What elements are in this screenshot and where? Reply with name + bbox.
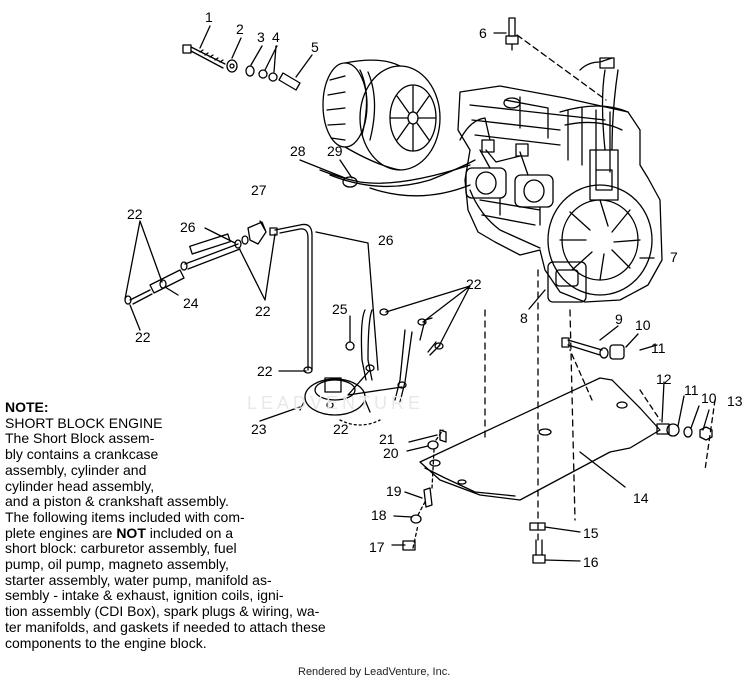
mount-part-11b — [666, 423, 680, 437]
callout-10a: 10 — [635, 317, 651, 333]
nut-part-13 — [699, 426, 713, 441]
callout-22a: 22 — [127, 206, 143, 222]
callout-7: 7 — [670, 249, 678, 265]
bolt-part-9 — [567, 339, 603, 356]
callout-6: 6 — [479, 25, 487, 41]
callout-9: 9 — [615, 311, 623, 327]
callout-18: 18 — [371, 507, 387, 523]
tee-fitting-part-27 — [247, 221, 267, 245]
note-line: The Short Block assem- — [5, 430, 155, 447]
callout-11a: 11 — [651, 340, 666, 356]
note-line: plete engines are NOT included on a — [5, 524, 377, 542]
stud-part-19 — [423, 487, 433, 508]
washer-part-4b — [268, 72, 278, 82]
bolt-part-16 — [532, 539, 546, 564]
fuel-line — [274, 223, 313, 371]
callout-28: 28 — [290, 143, 306, 159]
short-block-note: NOTE: SHORT BLOCK ENGINE The Short Block… — [5, 399, 377, 651]
spark-plug-part-6 — [505, 17, 519, 51]
callout-27: 27 — [251, 182, 267, 198]
callout-1: 1 — [205, 9, 213, 25]
note-line: components to the engine block. — [5, 634, 207, 651]
fuel-filter-part-24 — [149, 269, 185, 294]
callout-22f: 22 — [333, 421, 349, 437]
callout-20: 20 — [383, 445, 399, 461]
washer-part-2 — [226, 59, 238, 73]
washer-part-20 — [427, 440, 439, 450]
callout-22e: 22 — [257, 363, 273, 379]
fuel-filter-part-26 — [189, 233, 231, 255]
callout-16: 16 — [583, 554, 599, 570]
callout-25: 25 — [332, 301, 348, 317]
watermark: LEADVENTURE — [247, 393, 425, 413]
spacer-part-12 — [656, 423, 670, 435]
callout-5: 5 — [311, 39, 319, 55]
callout-15: 15 — [583, 525, 599, 541]
callout-11b: 11 — [684, 382, 699, 398]
callout-4: 4 — [272, 29, 280, 45]
note-line: SHORT BLOCK ENGINE — [5, 414, 163, 431]
note-text: included on a — [145, 524, 234, 541]
callout-2: 2 — [236, 21, 244, 37]
note-line: pump, oil pump, magneto assembly, — [5, 556, 229, 573]
callout-21: 21 — [379, 431, 395, 447]
washer-part-10b — [683, 426, 693, 438]
drive-clutch — [322, 59, 441, 171]
note-line: starter assembly, water pump, manifold a… — [5, 571, 272, 588]
note-line: bly contains a crankcase — [5, 446, 159, 463]
callout-10b: 10 — [701, 390, 717, 406]
note-line: and a piston & crankshaft assembly. — [5, 493, 229, 510]
washer-part-18 — [410, 514, 422, 524]
washer-part-3 — [245, 65, 255, 77]
washer-part-15 — [529, 522, 546, 531]
callout-24: 24 — [183, 295, 199, 311]
callout-14: 14 — [633, 490, 649, 506]
mount-part-11 — [609, 344, 625, 360]
callout-22b: 22 — [135, 329, 151, 345]
callout-26b: 26 — [378, 232, 394, 248]
callout-22d: 22 — [466, 276, 482, 292]
note-line: tion assembly (CDI Box), spark plugs & w… — [5, 603, 320, 620]
bolt-part-21 — [439, 429, 447, 443]
note-line: The following items included with com- — [5, 508, 245, 525]
bolt-part-1 — [182, 44, 226, 69]
note-title: NOTE: — [5, 399, 49, 415]
callout-22c: 22 — [255, 303, 271, 319]
throttle-cable — [319, 164, 471, 184]
note-line: assembly, cylinder and — [5, 461, 147, 478]
note-line: ter manifolds, and gaskets if needed to … — [5, 618, 326, 635]
callout-12: 12 — [656, 371, 672, 387]
note-text: plete engines are — [5, 524, 117, 541]
callout-13: 13 — [727, 393, 743, 409]
callout-8: 8 — [520, 310, 528, 326]
callout-19: 19 — [386, 483, 402, 499]
note-line: short block: carburetor assembly, fuel — [5, 540, 237, 557]
callout-23: 23 — [251, 421, 267, 437]
washer-part-10 — [599, 347, 609, 359]
spacer-part-5 — [278, 72, 301, 91]
footer-credit: Rendered by LeadVenture, Inc. — [298, 666, 451, 678]
callout-17: 17 — [369, 539, 385, 555]
callout-3: 3 — [257, 29, 265, 45]
note-line: sembly - intake & exhaust, ignition coil… — [5, 587, 284, 604]
washer-part-4a — [258, 69, 268, 79]
callout-29: 29 — [327, 143, 343, 159]
fuel-pump-part-23 — [299, 377, 371, 416]
callout-26a: 26 — [180, 219, 196, 235]
note-emphasis: NOT — [116, 524, 146, 541]
carburetor-assembly — [465, 139, 554, 226]
note-line: cylinder head assembly, — [5, 477, 155, 494]
mounting-plate-part-14 — [419, 377, 661, 501]
engine-block — [457, 57, 663, 303]
